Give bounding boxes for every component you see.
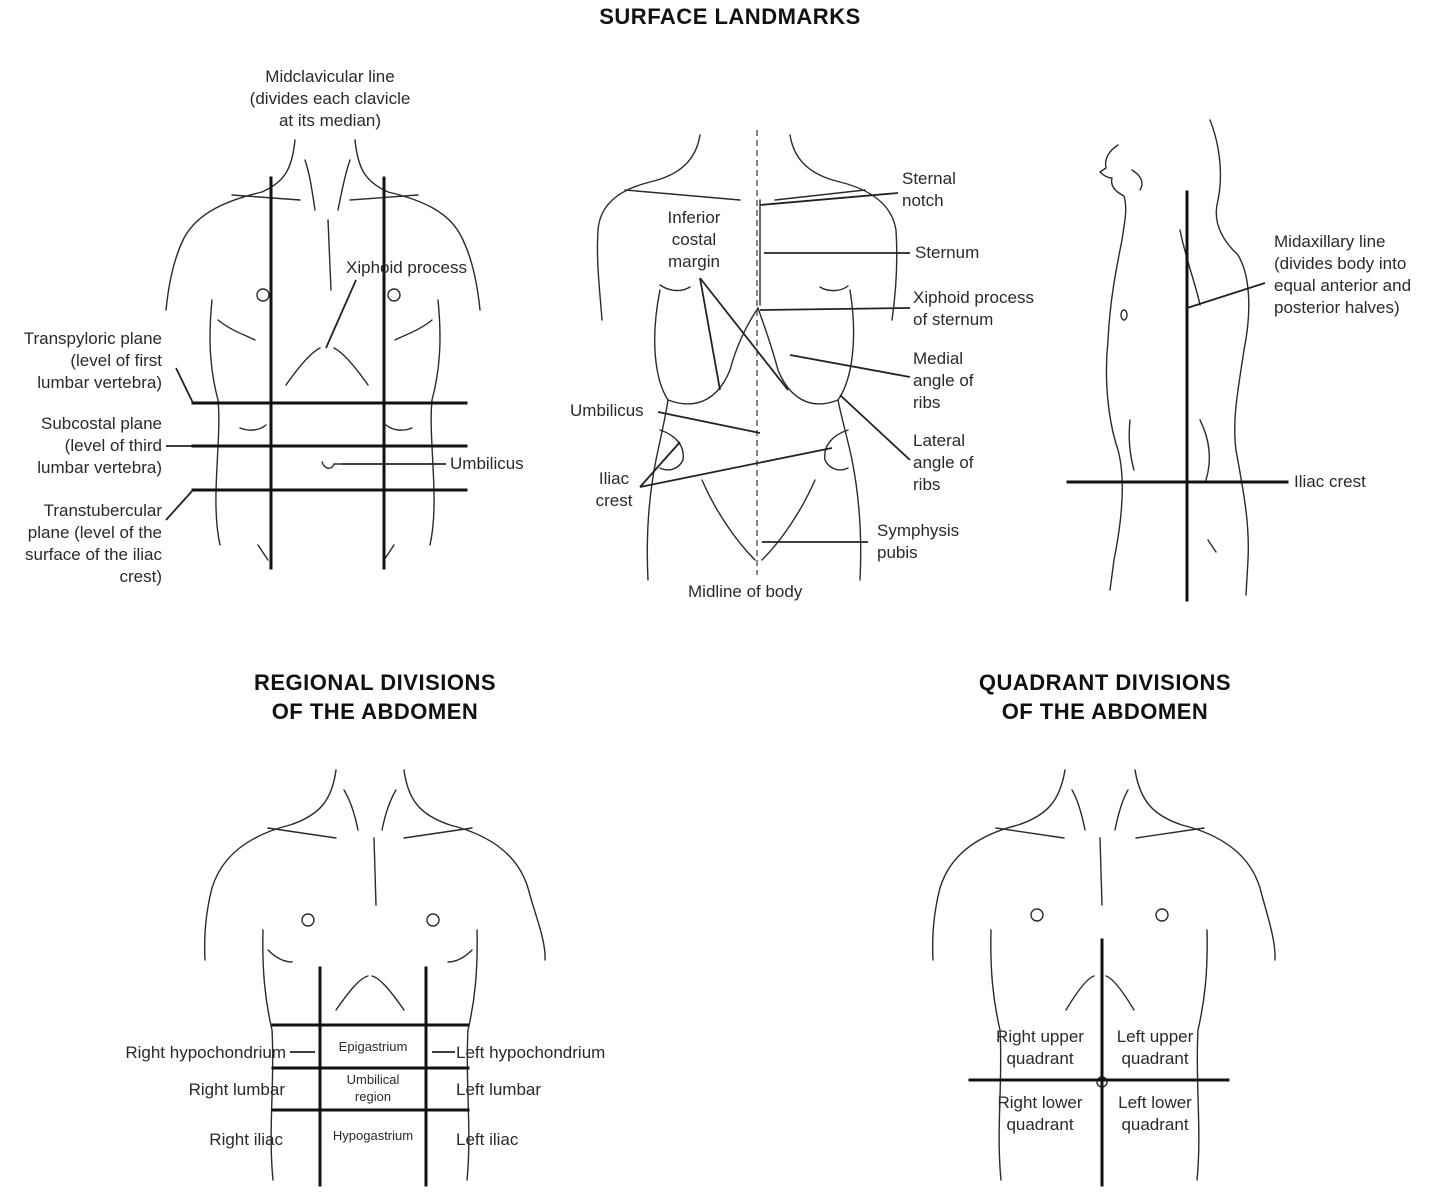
xiphoid-sternum-label-2: of sternum bbox=[913, 310, 994, 329]
sternal-notch-label-1: Sternal bbox=[902, 169, 956, 188]
umbilical-region-label: Umbilical region bbox=[322, 1071, 424, 1105]
midaxillary-line-label: Midaxillary line (divides body into equa… bbox=[1274, 231, 1411, 319]
right-upper-quadrant-label: Right upper quadrant bbox=[982, 1026, 1098, 1070]
transtubercular-label-3: surface of the iliac bbox=[24, 545, 162, 564]
transtubercular-plane-label: Transtubercular plane (level of the surf… bbox=[0, 500, 162, 588]
quadrant-torso-figure bbox=[931, 769, 1276, 1187]
ruq-label-1: Right upper bbox=[996, 1027, 1084, 1046]
sternum-label: Sternum bbox=[915, 243, 980, 262]
transpyloric-label-1: Transpyloric plane bbox=[23, 329, 162, 348]
right-hypochondrium-label: Right hypochondrium bbox=[125, 1043, 286, 1062]
midaxillary-label-4: posterior halves) bbox=[1274, 298, 1400, 317]
sternal-notch-label: Sternal notch bbox=[902, 168, 956, 212]
inferior-costal-margin-label: Inferior costal margin bbox=[652, 207, 736, 273]
sternal-notch-label-2: notch bbox=[902, 191, 944, 210]
subcostal-label-3: lumbar vertebra) bbox=[37, 458, 162, 477]
midaxillary-label-1: Midaxillary line bbox=[1274, 232, 1386, 251]
inferior-costal-label-1: Inferior bbox=[667, 208, 721, 227]
transtubercular-label-4: crest) bbox=[119, 567, 163, 586]
lateral-angle-label-1: Lateral bbox=[913, 431, 965, 450]
midline-of-body-label: Midline of body bbox=[688, 582, 803, 601]
symphysis-pubis-label-1: Symphysis bbox=[877, 521, 960, 540]
transpyloric-plane-label: Transpyloric plane (level of first lumba… bbox=[0, 328, 162, 394]
midaxillary-label-3: equal anterior and bbox=[1274, 276, 1412, 295]
luq-label-1: Left upper bbox=[1116, 1027, 1194, 1046]
midclavicular-line-label-3: at its median) bbox=[278, 111, 382, 130]
regional-title-line-2: OF THE ABDOMEN bbox=[271, 699, 479, 724]
midclavicular-line-label: Midclavicular line (divides each clavicl… bbox=[215, 66, 445, 132]
iliac-crest-middle-label-2: crest bbox=[595, 491, 633, 510]
umbilical-region-label-2: region bbox=[354, 1089, 392, 1104]
quadrant-title-line-1: QUADRANT DIVISIONS bbox=[978, 670, 1232, 695]
xiphoid-process-of-sternum-label: Xiphoid process of sternum bbox=[913, 287, 1034, 331]
left-lower-quadrant-label: Left lower quadrant bbox=[1100, 1092, 1210, 1136]
llq-label-2: quadrant bbox=[1121, 1115, 1189, 1134]
transpyloric-label-2: (level of first bbox=[70, 351, 162, 370]
regional-title-line-1: REGIONAL DIVISIONS bbox=[253, 670, 497, 695]
epigastrium-label: Epigastrium bbox=[338, 1039, 408, 1054]
medial-angle-label-1: Medial bbox=[913, 349, 964, 368]
left-lumbar-label: Left lumbar bbox=[456, 1080, 542, 1099]
transpyloric-label-3: lumbar vertebra) bbox=[37, 373, 162, 392]
inferior-costal-label-3: margin bbox=[668, 252, 720, 271]
ruq-label-2: quadrant bbox=[1006, 1049, 1074, 1068]
subcostal-label-2: (level of third bbox=[64, 436, 162, 455]
medial-angle-label-3: ribs bbox=[913, 393, 941, 412]
left-hypochondrium-label: Left hypochondrium bbox=[456, 1043, 606, 1062]
xiphoid-process-label: Xiphoid process bbox=[346, 258, 467, 277]
midclavicular-line-label-1: Midclavicular line bbox=[265, 67, 395, 86]
regional-torso-figure bbox=[203, 769, 546, 1187]
umbilicus-label-middle: Umbilicus bbox=[570, 401, 644, 420]
surface-landmarks-title: SURFACE LANDMARKS bbox=[599, 4, 861, 29]
llq-label-1: Left lower bbox=[1118, 1093, 1192, 1112]
iliac-crest-label-side: Iliac crest bbox=[1294, 472, 1366, 491]
symphysis-pubis-label-2: pubis bbox=[877, 543, 918, 562]
quadrant-title-line-2: OF THE ABDOMEN bbox=[1001, 699, 1209, 724]
lateral-angle-label-3: ribs bbox=[913, 475, 941, 494]
subcostal-plane-label: Subcostal plane (level of third lumbar v… bbox=[0, 413, 162, 479]
umbilical-region-label-1: Umbilical bbox=[346, 1072, 400, 1087]
iliac-crest-middle-label-1: Iliac bbox=[598, 469, 630, 488]
umbilicus-label-front: Umbilicus bbox=[450, 454, 524, 473]
right-lumbar-label: Right lumbar bbox=[188, 1080, 285, 1099]
lateral-body-figure bbox=[1066, 119, 1289, 602]
iliac-crest-label-middle: Iliac crest bbox=[585, 468, 643, 512]
luq-label-2: quadrant bbox=[1121, 1049, 1189, 1068]
regional-divisions-title: REGIONAL DIVISIONS OF THE ABDOMEN bbox=[180, 668, 570, 726]
front-torso-figure bbox=[165, 139, 481, 570]
right-iliac-label: Right iliac bbox=[209, 1130, 283, 1149]
right-lower-quadrant-label: Right lower quadrant bbox=[982, 1092, 1098, 1136]
quadrant-divisions-title: QUADRANT DIVISIONS OF THE ABDOMEN bbox=[910, 668, 1300, 726]
left-upper-quadrant-label: Left upper quadrant bbox=[1100, 1026, 1210, 1070]
subcostal-label-1: Subcostal plane bbox=[41, 414, 162, 433]
lateral-angle-of-ribs-label: Lateral angle of ribs bbox=[913, 430, 974, 496]
left-iliac-label: Left iliac bbox=[456, 1130, 519, 1149]
rlq-label-1: Right lower bbox=[997, 1093, 1083, 1112]
transtubercular-label-1: Transtubercular bbox=[43, 501, 162, 520]
anterior-torso-figure bbox=[596, 130, 911, 581]
symphysis-pubis-label: Symphysis pubis bbox=[877, 520, 959, 564]
xiphoid-sternum-label-1: Xiphoid process bbox=[913, 288, 1034, 307]
lateral-angle-label-2: angle of bbox=[913, 453, 974, 472]
inferior-costal-label-2: costal bbox=[671, 230, 717, 249]
midclavicular-line-label-2: (divides each clavicle bbox=[249, 89, 411, 108]
midaxillary-label-2: (divides body into bbox=[1274, 254, 1407, 273]
transtubercular-label-2: plane (level of the bbox=[27, 523, 162, 542]
rlq-label-2: quadrant bbox=[1006, 1115, 1074, 1134]
medial-angle-label-2: angle of bbox=[913, 371, 974, 390]
hypogastrium-label: Hypogastrium bbox=[332, 1128, 414, 1143]
medial-angle-of-ribs-label: Medial angle of ribs bbox=[913, 348, 974, 414]
